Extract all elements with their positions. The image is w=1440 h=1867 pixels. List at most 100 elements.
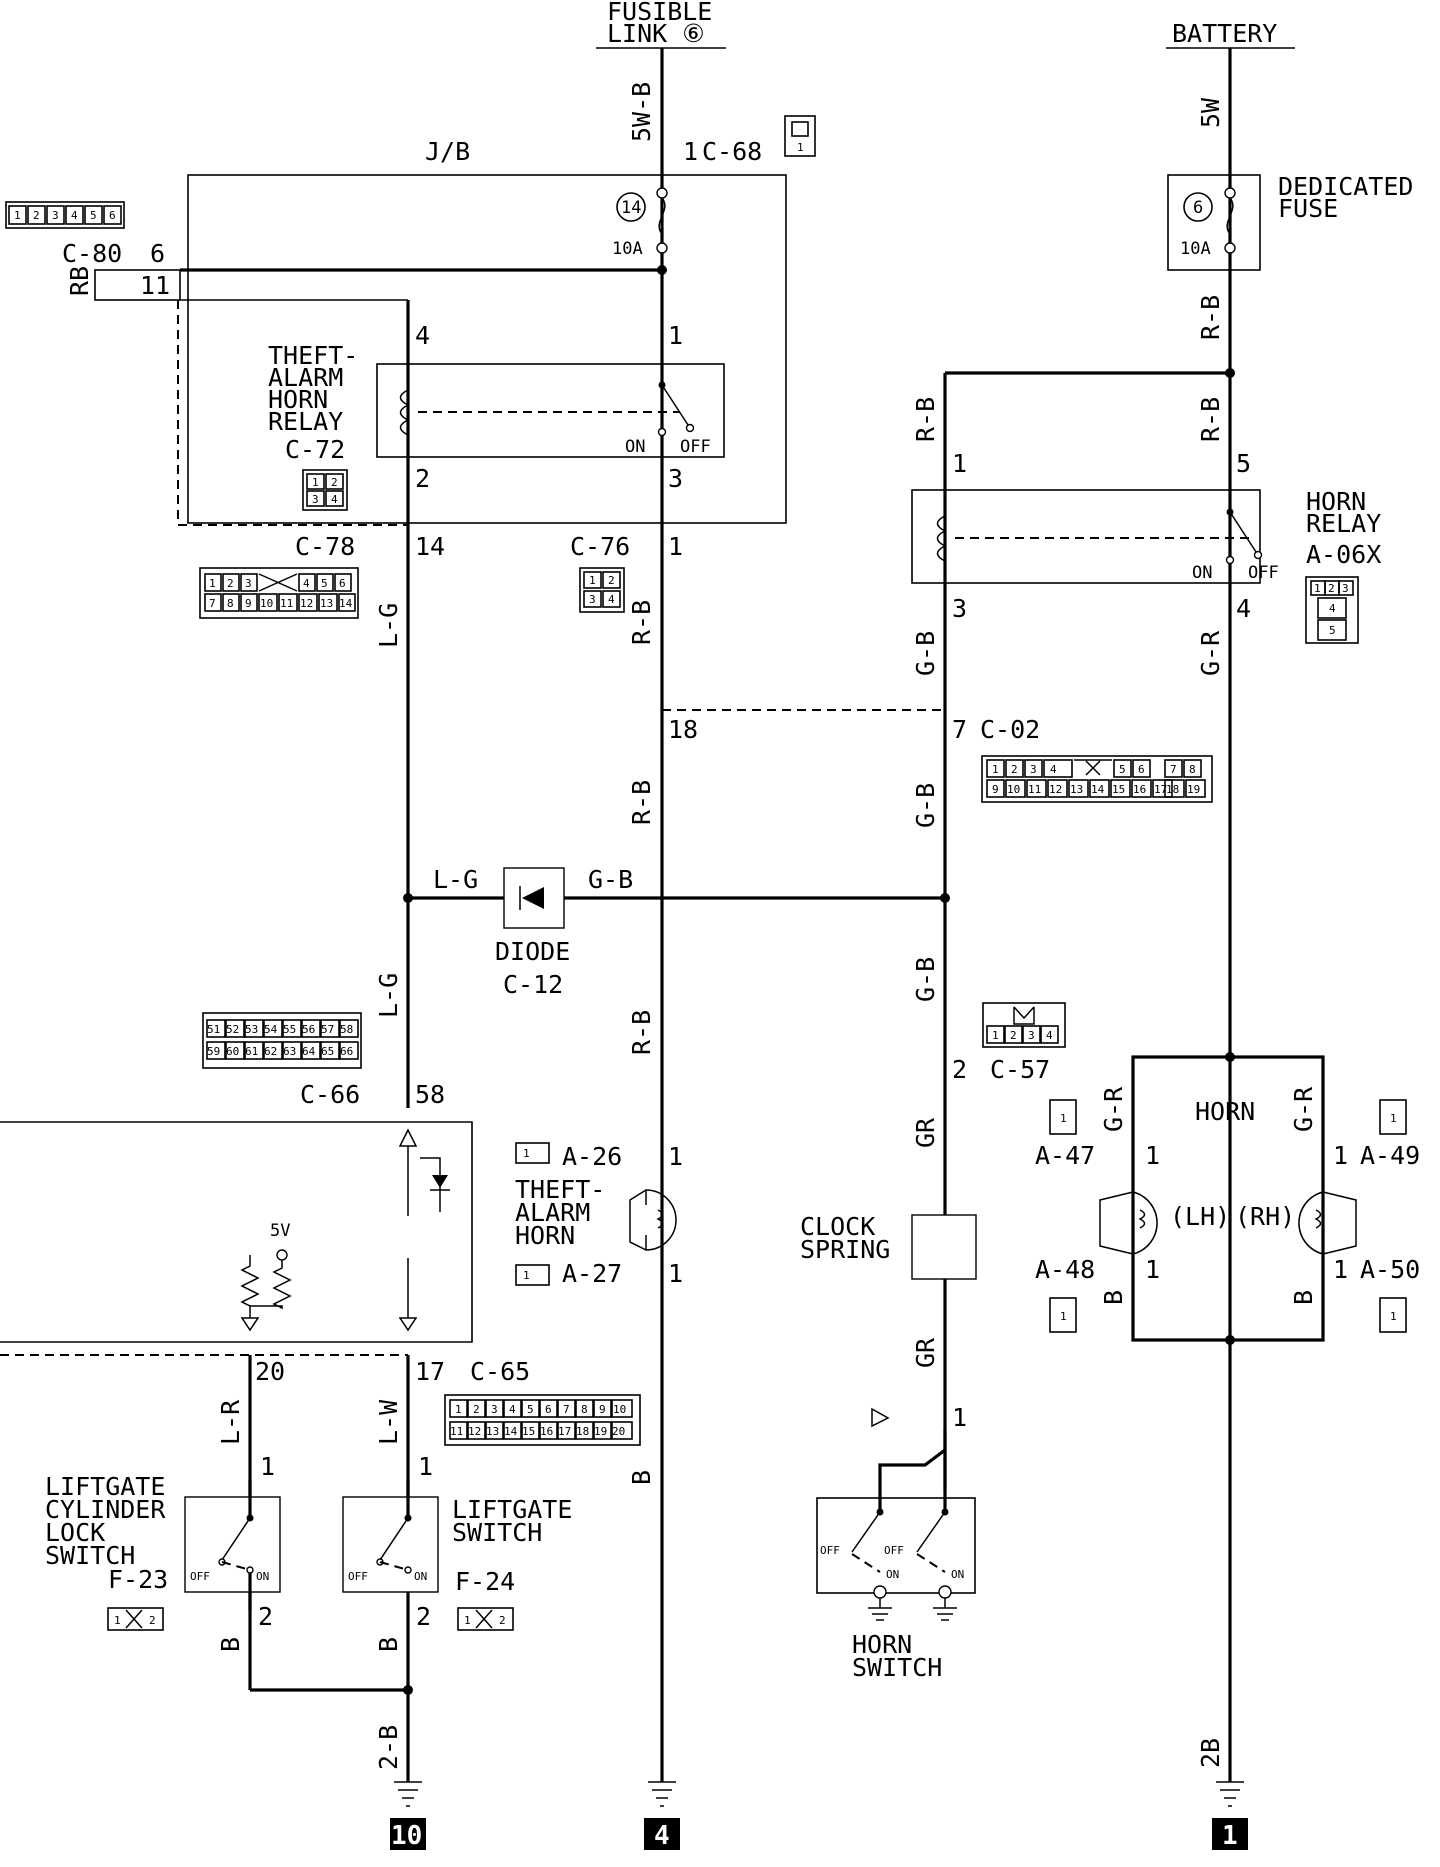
svg-text:2: 2 <box>33 209 40 222</box>
svg-text:1: 1 <box>1060 1112 1067 1125</box>
liftgate-switch-dash <box>379 1561 409 1571</box>
horn-switch-left-arm <box>851 1511 881 1553</box>
theft-relay-on-label: ON <box>625 437 645 457</box>
wire-label-5wb: 5W-B <box>627 82 656 142</box>
svg-text:10: 10 <box>613 1403 626 1416</box>
svg-text:59: 59 <box>207 1045 220 1058</box>
connector-a48-icon: 1 <box>1049 1297 1077 1333</box>
svg-text:16: 16 <box>540 1425 553 1438</box>
horn-relay-label-2: RELAY <box>1306 509 1381 538</box>
dedicated-fuse-box <box>1167 174 1261 271</box>
connector-c68-latch <box>791 121 809 137</box>
svg-text:8: 8 <box>1189 763 1196 776</box>
theft-horn-label-3: HORN <box>515 1221 575 1250</box>
wire-label-rb-c80: RB <box>65 266 94 296</box>
pin-a27-1: 1 <box>668 1259 683 1288</box>
connector-a06x-label: A-06X <box>1306 540 1381 569</box>
svg-text:3: 3 <box>312 493 319 506</box>
connector-a26-icon: 1 <box>515 1142 550 1164</box>
wire-label-lg-1: L-G <box>374 603 403 648</box>
svg-text:2: 2 <box>1010 1029 1017 1042</box>
pin-a50-1: 1 <box>1333 1255 1348 1284</box>
wire-label-5w: 5W <box>1196 97 1225 128</box>
svg-text:12: 12 <box>1049 783 1062 796</box>
connector-c65-label: C-65 <box>470 1357 530 1386</box>
liftgate-cyl-label-4: SWITCH <box>45 1541 135 1570</box>
horn-switch-right-off: OFF <box>884 1544 904 1557</box>
svg-text:1: 1 <box>992 763 999 776</box>
horn-relay-coil <box>936 515 947 562</box>
svg-text:4: 4 <box>509 1403 516 1416</box>
wire-label-gb-diode: G-B <box>588 865 633 894</box>
svg-text:11: 11 <box>280 597 293 610</box>
wire-label-lg-2: L-G <box>374 973 403 1018</box>
jb-fuse-number: 14 <box>621 198 641 218</box>
svg-text:6: 6 <box>339 577 346 590</box>
svg-text:8: 8 <box>581 1403 588 1416</box>
wire-label-b-lh: B <box>1099 1290 1128 1305</box>
wire-label-gr-rh: G-R <box>1289 1086 1318 1132</box>
svg-text:18: 18 <box>576 1425 589 1438</box>
connector-a48-label: A-48 <box>1035 1255 1095 1284</box>
ground-1-badge <box>1212 1818 1248 1850</box>
liftgate-on-contact <box>404 1566 412 1574</box>
svg-text:3: 3 <box>1342 582 1349 595</box>
theft-relay-off-contact <box>685 423 695 433</box>
pin-f24-2: 2 <box>416 1602 431 1631</box>
horn-switch-right-dash <box>916 1553 946 1573</box>
wire-label-rb-4: R-B <box>627 600 656 645</box>
svg-text:1: 1 <box>992 1029 999 1042</box>
svg-text:52: 52 <box>226 1023 239 1036</box>
connector-c66-label: C-66 <box>300 1080 360 1109</box>
svg-text:13: 13 <box>1070 783 1083 796</box>
pin-a47-1: 1 <box>1145 1141 1160 1170</box>
dedicated-fuse-icon <box>1226 197 1234 235</box>
connector-c80-grid: 1 2 3 4 5 6 <box>5 201 125 229</box>
horn-switch-label-1: HORN <box>852 1630 912 1659</box>
svg-text:4: 4 <box>1050 763 1057 776</box>
junction-block-label: J/B <box>425 137 470 166</box>
svg-text:14: 14 <box>504 1425 518 1438</box>
diode-label: DIODE <box>495 937 570 966</box>
theft-relay-coil <box>399 389 410 436</box>
horn-switch-left-terminal <box>873 1585 887 1599</box>
clock-spring-label-1: CLOCK <box>800 1212 875 1241</box>
svg-text:3: 3 <box>1028 1029 1035 1042</box>
connector-a27-label: A-27 <box>562 1259 622 1288</box>
ground-10-badge <box>390 1818 426 1850</box>
svg-text:1: 1 <box>1390 1310 1397 1323</box>
theft-horn-body <box>629 1189 647 1251</box>
battery-label: BATTERY <box>1172 19 1277 48</box>
ground-10-number: 10 <box>391 1821 422 1851</box>
wire-label-gr-2: GR <box>911 1337 940 1368</box>
zener-diode-icon <box>432 1175 448 1188</box>
svg-text:15: 15 <box>1112 783 1125 796</box>
liftgate-off-label: OFF <box>348 1570 368 1583</box>
pin-c02-18: 18 <box>668 715 698 744</box>
connector-a47-label: A-47 <box>1035 1141 1095 1170</box>
wire-label-rb-5: R-B <box>627 780 656 825</box>
connector-c76-label: C-76 <box>570 532 630 561</box>
svg-text:9: 9 <box>992 783 999 796</box>
svg-text:2: 2 <box>227 577 234 590</box>
svg-text:10: 10 <box>260 597 273 610</box>
pin-c68-1: 1 <box>683 137 698 166</box>
control-unit-input-17 <box>398 1258 418 1332</box>
wire-label-rb-6: R-B <box>627 1010 656 1055</box>
svg-text:53: 53 <box>245 1023 258 1036</box>
svg-text:3: 3 <box>1030 763 1037 776</box>
horn-relay-off-label: OFF <box>1248 563 1279 583</box>
five-v-label: 5V <box>270 1221 290 1241</box>
horn-switch-left-dash <box>851 1553 881 1573</box>
liftgate-cyl-on-label: ON <box>256 1570 269 1583</box>
svg-text:2: 2 <box>499 1614 506 1627</box>
wire-label-b-rh: B <box>1289 1290 1318 1305</box>
liftgate-cyl-off-label: OFF <box>190 1570 210 1583</box>
svg-text:1: 1 <box>114 1614 121 1627</box>
svg-text:54: 54 <box>264 1023 278 1036</box>
wire-label-b-lift: B <box>374 1637 403 1652</box>
ground-1: 1 <box>1212 1781 1248 1851</box>
wire-label-b-cyl: B <box>216 1637 245 1652</box>
wire-label-b-main: B <box>627 1470 656 1485</box>
svg-text:11: 11 <box>450 1425 463 1438</box>
